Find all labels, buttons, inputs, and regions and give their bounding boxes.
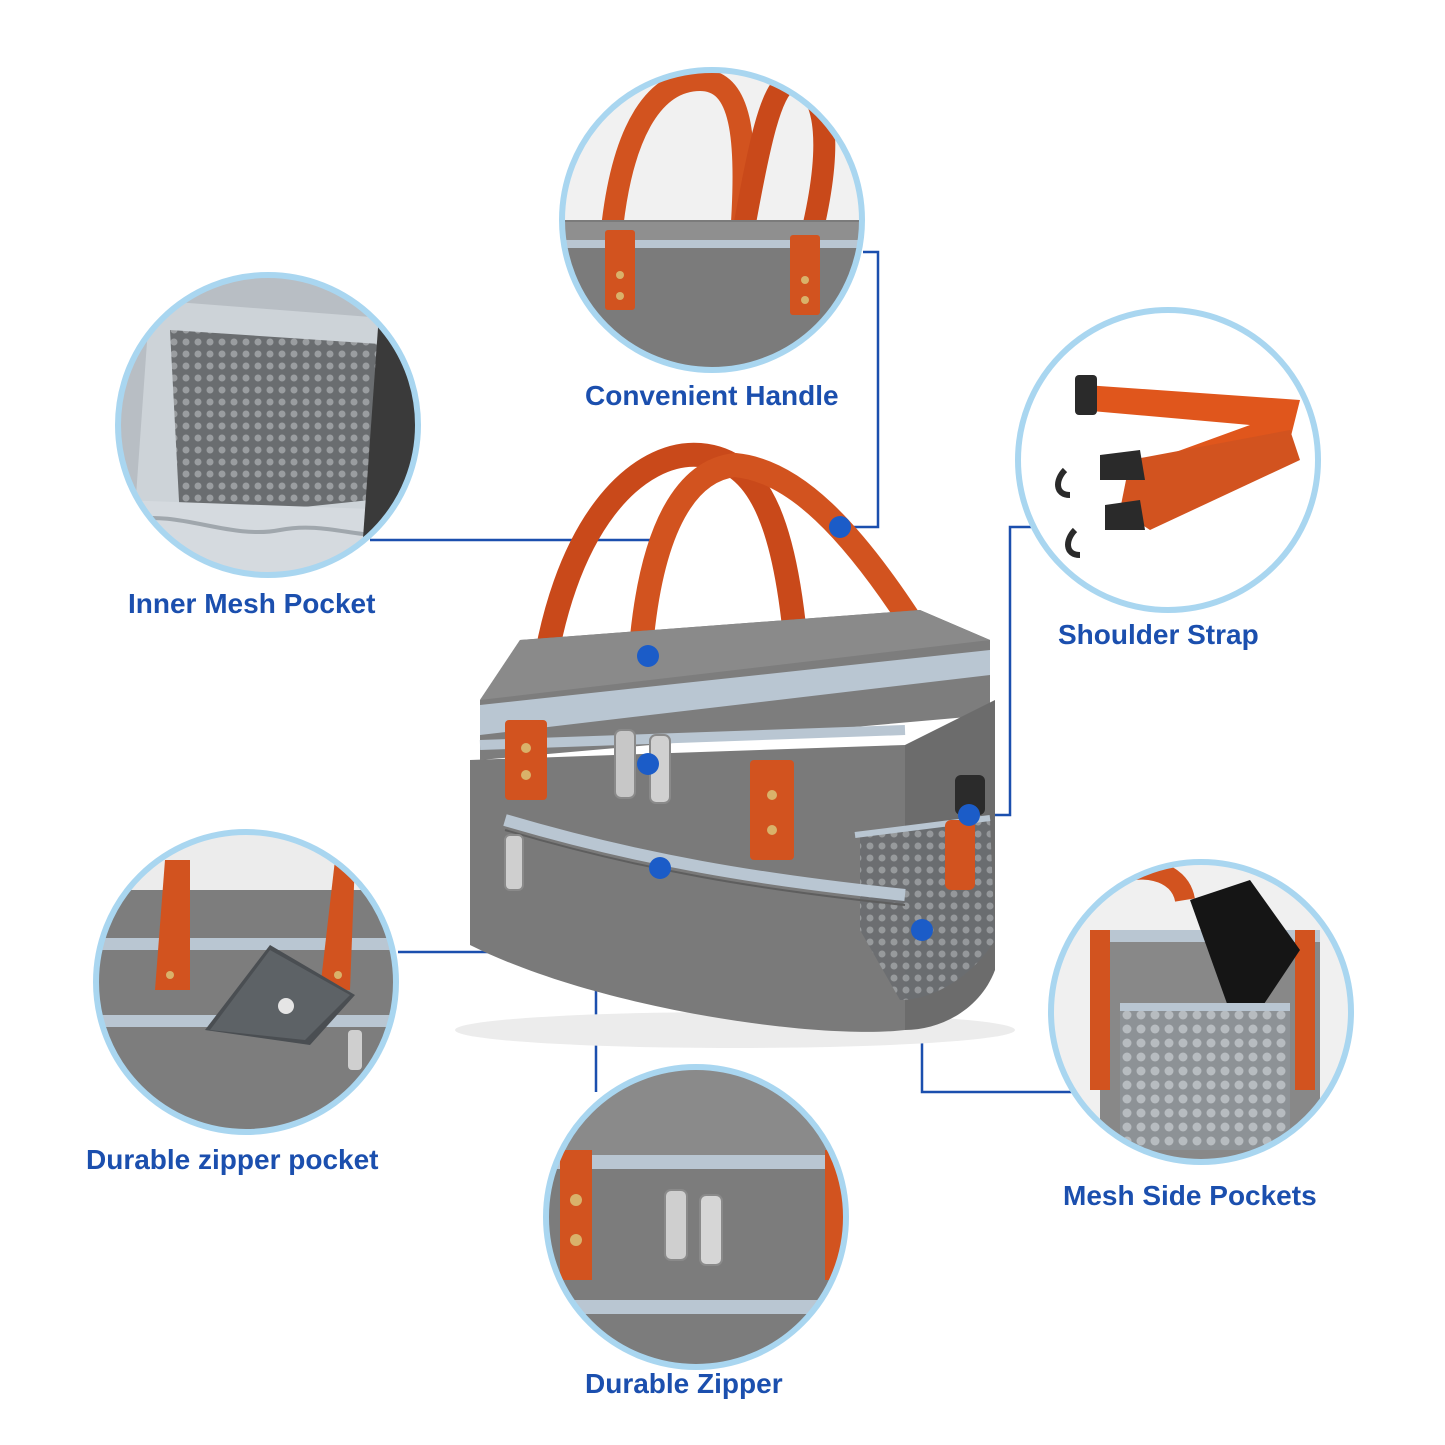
durable-zipper-circle <box>543 1064 849 1370</box>
main-bag-image <box>455 442 1015 1048</box>
mesh-side-pockets-circle <box>1048 859 1354 1165</box>
durable-zipper-pocket-label: Durable zipper pocket <box>86 1144 379 1175</box>
mesh-side-pockets-label: Mesh Side Pockets <box>1063 1180 1317 1211</box>
connector-dots <box>637 516 980 941</box>
convenient-handle-label: Convenient Handle <box>585 380 839 411</box>
durable-zipper-label: Durable Zipper <box>585 1368 783 1399</box>
shoulder-strap-label: Shoulder Strap <box>1058 619 1259 650</box>
shoulder-strap-circle <box>1015 307 1321 613</box>
inner-mesh-pocket-circle <box>115 272 421 578</box>
durable-zipper-pocket-circle <box>93 829 399 1135</box>
convenient-handle-circle <box>559 67 865 373</box>
inner-mesh-pocket-label: Inner Mesh Pocket <box>128 588 376 619</box>
